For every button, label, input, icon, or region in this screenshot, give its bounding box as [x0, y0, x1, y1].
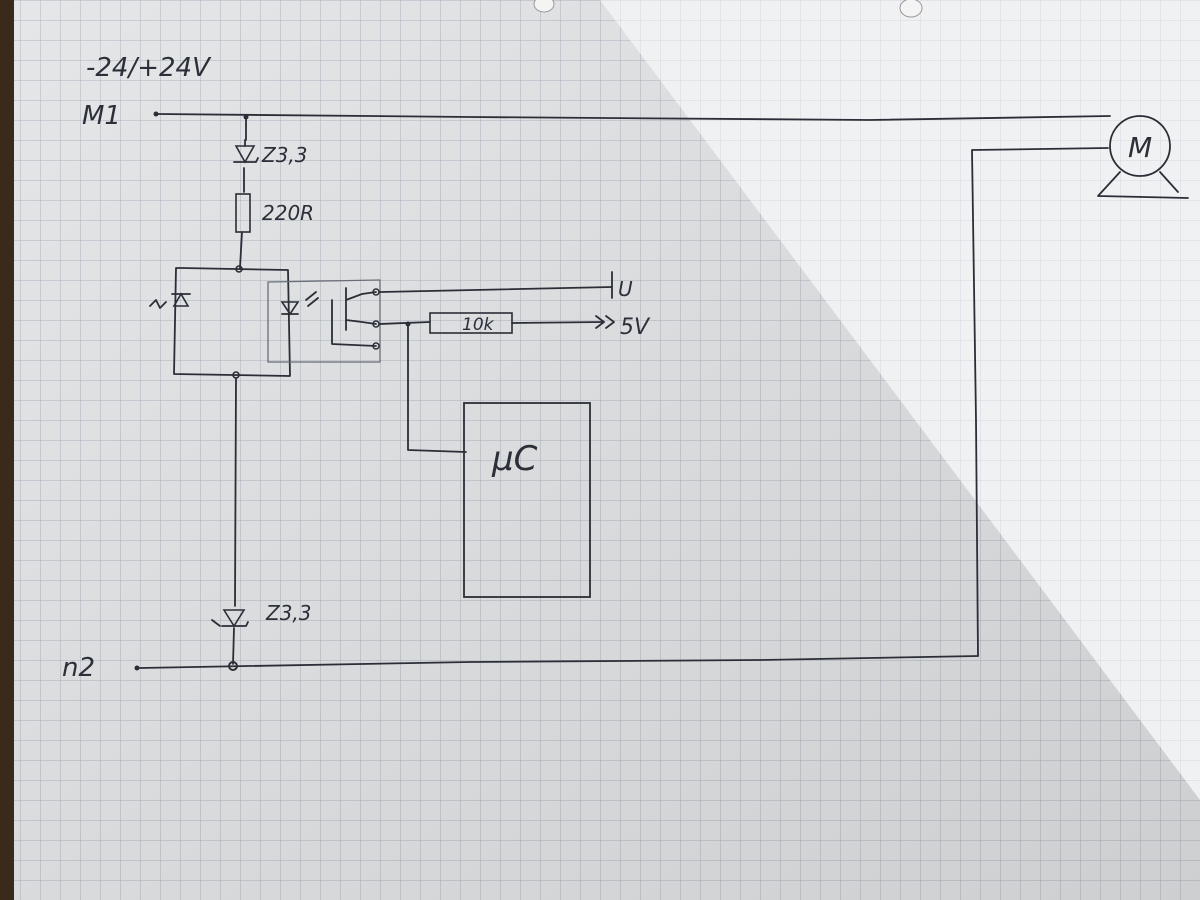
paper	[14, 0, 1200, 900]
zener-bottom-label: Z3,3	[265, 601, 312, 625]
resistor-220r-label: 220R	[262, 201, 314, 225]
wiring	[134, 111, 1111, 671]
resistor-10k-label: 10k	[462, 315, 495, 335]
output-u-label: U	[618, 277, 633, 301]
zener-top-label: Z3,3	[261, 143, 308, 167]
zener-diode-top	[233, 139, 259, 164]
protection-diode	[149, 292, 191, 309]
resistor-220r	[235, 193, 251, 233]
punch-hole	[899, 0, 923, 18]
punch-hole	[533, 0, 555, 13]
optocoupler-led	[280, 291, 319, 316]
node-m2-label: n2	[62, 653, 95, 683]
supply-5v-label: 5V	[620, 315, 651, 340]
mcu-label: µC	[491, 439, 538, 479]
microcontroller-box	[463, 402, 591, 598]
motor-label: M	[1128, 131, 1152, 164]
supply-voltage-label: -24/+24V	[86, 53, 212, 83]
terminal-m1	[153, 111, 159, 117]
motor-symbol	[1097, 115, 1189, 199]
terminal-m2	[134, 665, 140, 671]
node-m1-label: M1	[82, 101, 121, 131]
zener-diode-bottom	[211, 609, 249, 628]
